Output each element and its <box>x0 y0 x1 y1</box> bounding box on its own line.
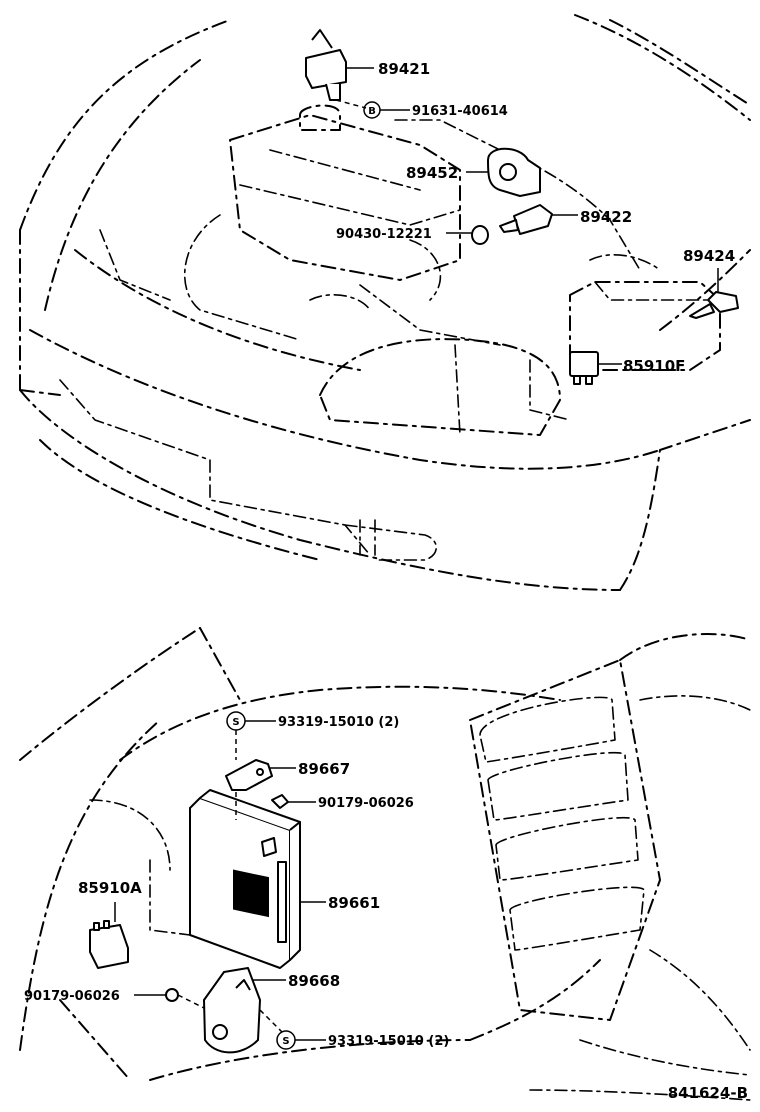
part-89452-sensor <box>487 147 541 197</box>
part-89667-bracket <box>225 759 273 791</box>
label-91631-40614: 91631-40614 <box>412 104 508 119</box>
label-90179-06026-upper: 90179-06026 <box>318 796 414 811</box>
part-90179-06026-upper <box>271 794 289 809</box>
label-90179-06026-lower: 90179-06026 <box>24 989 120 1004</box>
label-89422: 89422 <box>580 208 632 226</box>
label-89421: 89421 <box>378 60 430 78</box>
label-93319-15010-lower: 93319-15010 (2) <box>328 1034 449 1049</box>
screw-mark-s-lower: S <box>276 1030 296 1050</box>
label-93319-15010-upper: 93319-15010 (2) <box>278 715 399 730</box>
label-89424: 89424 <box>683 247 735 265</box>
part-85910F-relay <box>569 351 599 385</box>
figure-id: 841624-B <box>668 1084 748 1102</box>
label-90430-12221: 90430-12221 <box>336 227 432 242</box>
label-85910A: 85910A <box>78 879 142 897</box>
mark-s-upper-label: S <box>232 717 239 728</box>
label-89668: 89668 <box>288 972 340 990</box>
label-89452: 89452 <box>406 164 458 182</box>
mark-b-label: B <box>368 106 376 117</box>
label-89667: 89667 <box>298 760 350 778</box>
bottom-leaders <box>114 720 326 1041</box>
dash-outline <box>19 627 751 1101</box>
part-89668-bracket <box>203 967 261 1054</box>
label-89661: 89661 <box>328 894 380 912</box>
part-90179-06026-lower <box>165 988 179 1002</box>
part-90430-12221-gasket <box>471 225 489 245</box>
part-89424-sensor <box>689 291 739 319</box>
label-85910F: 85910F <box>623 357 685 375</box>
part-89421-sensor <box>305 29 347 101</box>
engine-bay-outline <box>19 14 751 591</box>
bolt-mark-b: B <box>363 101 381 119</box>
part-89422-sensor <box>499 204 553 235</box>
mark-s-lower-label: S <box>282 1036 289 1047</box>
top-leaders <box>335 67 719 365</box>
part-85910A-relay <box>89 920 129 969</box>
screw-mark-s-upper: S <box>226 711 246 731</box>
part-89661-ecu <box>189 789 301 969</box>
